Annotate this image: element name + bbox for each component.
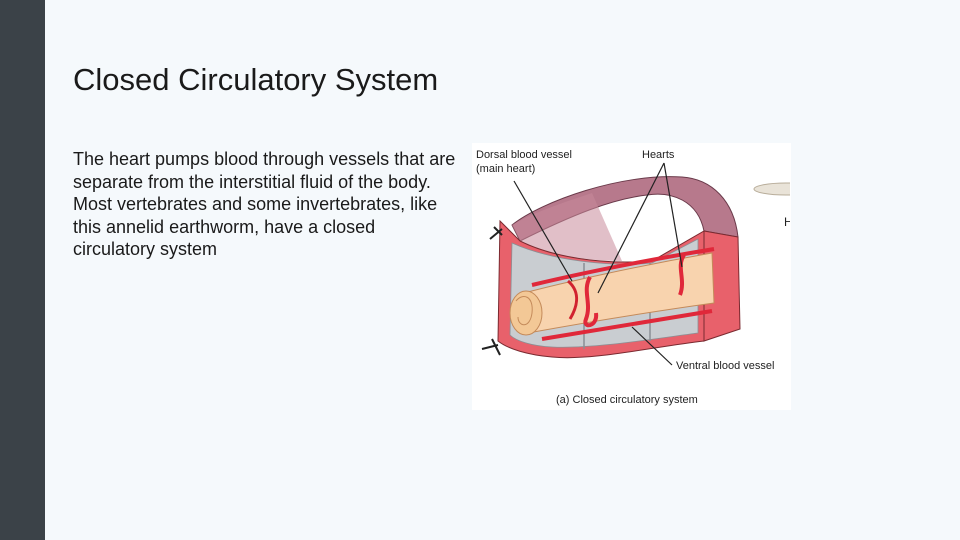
partial-figure: H	[752, 180, 790, 230]
label-dorsal-vessel: Dorsal blood vessel	[476, 149, 572, 161]
heart-loop-1	[583, 276, 599, 328]
gut	[523, 252, 715, 334]
setae-bottom	[481, 338, 501, 356]
partial-fish-shape	[753, 182, 790, 196]
slide-title: Closed Circulatory System	[73, 62, 439, 97]
partial-label: H	[784, 215, 790, 229]
setae-top	[489, 226, 503, 240]
slide-body: The heart pumps blood through vessels th…	[73, 149, 456, 260]
dorsal-vessel	[531, 247, 715, 287]
label-hearts: Hearts	[642, 149, 675, 161]
body-top-front	[512, 193, 622, 261]
side-bar	[0, 0, 45, 540]
heart-loop-2	[678, 253, 686, 296]
label-ventral-vessel: Ventral blood vessel	[676, 360, 774, 372]
label-dorsal-vessel-sub: (main heart)	[476, 163, 535, 175]
figure-caption: (a) Closed circulatory system	[556, 394, 698, 406]
earthworm-diagram: Dorsal blood vessel (main heart) Hearts …	[472, 143, 791, 410]
heart-loop-3	[566, 279, 578, 320]
ventral-vessel	[541, 309, 713, 341]
gut-end	[509, 290, 543, 336]
